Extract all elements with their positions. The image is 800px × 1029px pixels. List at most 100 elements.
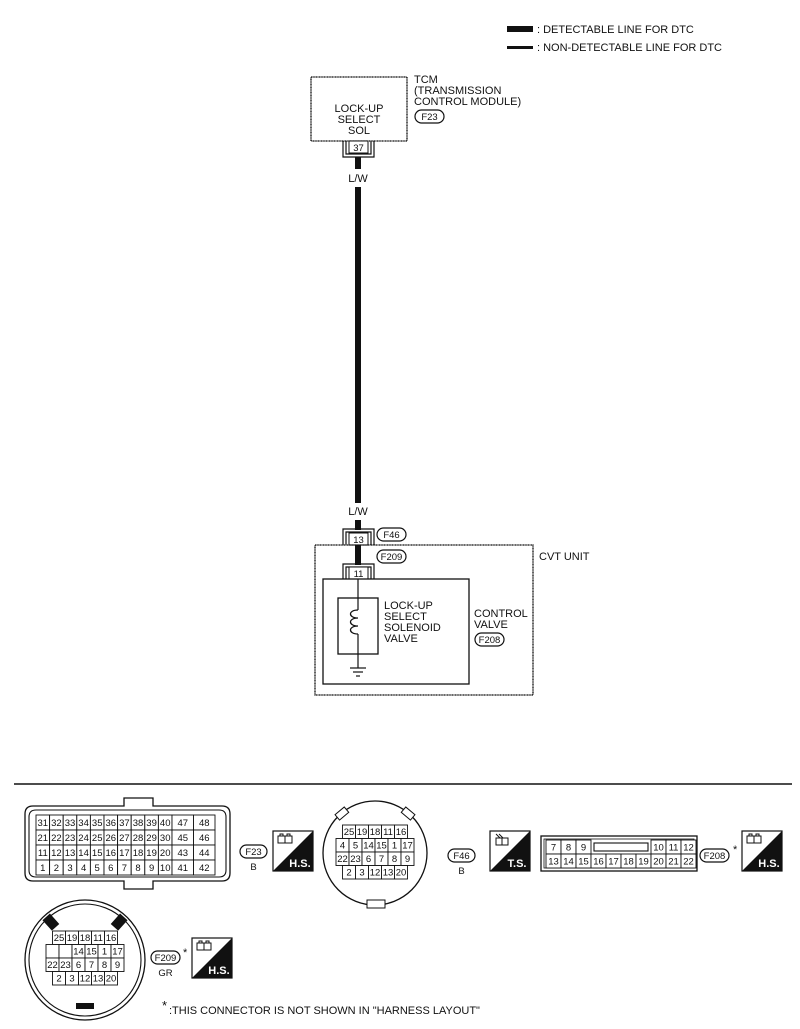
- pin-number: 33: [65, 818, 76, 829]
- legend-non-detectable: : NON-DETECTABLE LINE FOR DTC: [537, 42, 722, 54]
- connector-tag-f23[interactable]: F23: [414, 109, 445, 124]
- pin-number: 26: [106, 833, 117, 844]
- pin-number: 30: [160, 833, 171, 844]
- tcm-title-line-3: CONTROL MODULE): [414, 96, 521, 108]
- pin-number: 14: [563, 856, 574, 867]
- solenoid-line-3: SOLENOID: [384, 622, 441, 634]
- pin-number: 46: [199, 833, 210, 844]
- pin-number: 20: [653, 856, 664, 867]
- harness-layout-badge-f209[interactable]: H.S.: [191, 937, 233, 979]
- connector-label-f209: F209 * GR: [150, 947, 188, 979]
- pin-number: 25: [344, 827, 355, 838]
- terminal-layout-badge-f46[interactable]: T.S.: [489, 830, 531, 872]
- pin-number: 29: [146, 833, 157, 844]
- pin-number: 8: [135, 863, 140, 874]
- harness-layout-badge-f23[interactable]: H.S.: [272, 830, 314, 872]
- pin-number: 12: [683, 842, 694, 853]
- connector-tag-f46[interactable]: F46: [376, 527, 407, 542]
- pin-number: 6: [108, 863, 113, 874]
- pin-number: 13: [353, 535, 364, 546]
- pin-number: 13: [548, 856, 559, 867]
- connector-pictogram-icon: [277, 833, 293, 844]
- pin-terminal-13: 13: [342, 528, 375, 546]
- pin-cell: [45, 944, 60, 959]
- pin-number: 2: [346, 868, 351, 879]
- pin-number: 41: [177, 863, 188, 874]
- pin-cell: [193, 859, 216, 876]
- detectable-wire: [355, 187, 361, 503]
- pin-number: 8: [392, 854, 397, 865]
- not-in-harness-layout-marker: *: [183, 947, 188, 959]
- footnote-text: :THIS CONNECTOR IS NOT SHOWN IN "HARNESS…: [169, 1005, 480, 1017]
- pin-number: 45: [177, 833, 188, 844]
- pin-number: 22: [683, 856, 694, 867]
- connector-id: F23: [245, 847, 261, 858]
- tcm-block-line-3: SOL: [348, 125, 370, 137]
- pin-number: 8: [102, 960, 107, 971]
- pin-number: 16: [396, 827, 407, 838]
- pin-number: 2: [56, 974, 61, 985]
- connector-color: GR: [158, 968, 172, 979]
- pin-number: 13: [383, 868, 394, 879]
- pin-number: 9: [405, 854, 410, 865]
- pin-number: 1: [40, 863, 45, 874]
- pin-number: 4: [81, 863, 86, 874]
- pin-number: 11: [93, 933, 103, 944]
- pin-number: 15: [86, 947, 97, 958]
- wire-color-top: L/W: [348, 173, 368, 185]
- pin-number: 15: [578, 856, 589, 867]
- pin-number: 14: [78, 848, 89, 859]
- footnote-star: *: [162, 998, 167, 1013]
- pin-number: 23: [65, 833, 76, 844]
- wire-l-w[interactable]: L/W L/W: [348, 157, 368, 530]
- pin-number: 15: [376, 841, 387, 852]
- pin-number: 3: [67, 863, 72, 874]
- pin-number: 22: [51, 833, 62, 844]
- pin-number: 18: [623, 856, 634, 867]
- connector-label-f208: F208 *: [699, 844, 738, 863]
- legend: : DETECTABLE LINE FOR DTC : NON-DETECTAB…: [507, 24, 722, 54]
- pin-number: 16: [106, 933, 117, 944]
- pin-number: 16: [593, 856, 604, 867]
- connector-color: B: [250, 862, 256, 873]
- solenoid-line-4: VALVE: [384, 633, 418, 645]
- badge-label: H.S.: [289, 858, 310, 870]
- pin-terminal-11: 11: [342, 563, 375, 580]
- pin-number: 27: [119, 833, 130, 844]
- badge-label: H.S.: [758, 858, 779, 870]
- pin-number: 5: [353, 841, 358, 852]
- pin-cell: [58, 944, 73, 959]
- control-valve-box: [322, 578, 470, 685]
- pin-number: 25: [54, 933, 65, 944]
- connector-id: F208: [704, 851, 726, 862]
- connector-tag-label: F23: [421, 112, 437, 123]
- pin-number: 31: [38, 818, 49, 829]
- pin-number: 12: [370, 868, 381, 879]
- connector-tag-label: F209: [381, 552, 403, 563]
- connector-tag-f208[interactable]: F208: [474, 632, 505, 647]
- pin-number: 2: [54, 863, 59, 874]
- tcm-module: LOCK-UP SELECT SOL TCM (TRANSMISSION CON…: [310, 74, 521, 158]
- pin-number: 13: [93, 974, 104, 985]
- pin-number: 28: [133, 833, 144, 844]
- connector-id: F46: [453, 851, 469, 862]
- tcm-title-line-1: TCM: [414, 74, 438, 86]
- pin-number: 1: [102, 947, 107, 958]
- pin-number: 11: [669, 842, 679, 853]
- pin-number: 5: [95, 863, 100, 874]
- pin-number: 18: [133, 848, 144, 859]
- pin-number: 38: [133, 818, 144, 829]
- pin-number: 44: [199, 848, 210, 859]
- pin-number: 17: [402, 841, 413, 852]
- harness-layout-badge-f208[interactable]: H.S.: [741, 830, 783, 872]
- connector-tag-f209[interactable]: F209: [376, 549, 407, 564]
- pin-terminal-37: 37: [342, 140, 375, 158]
- pin-number: 12: [51, 848, 62, 859]
- pin-number: 13: [65, 848, 76, 859]
- pin-number: 20: [106, 974, 117, 985]
- pin-number: 9: [581, 842, 586, 853]
